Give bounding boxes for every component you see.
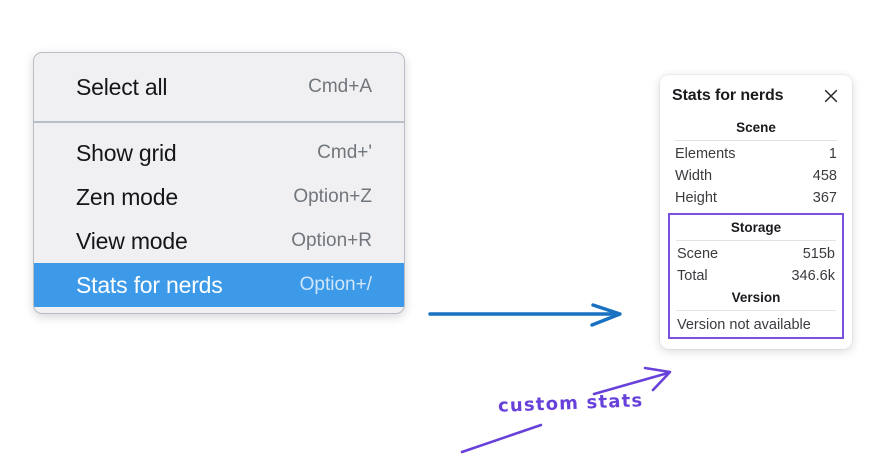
stat-row-elements: Elements 1: [672, 143, 840, 165]
menu-item-label: Show grid: [76, 139, 177, 166]
menu-item-show-grid[interactable]: Show grid Cmd+': [34, 131, 404, 175]
divider: [676, 240, 836, 241]
stat-value: 367: [812, 190, 837, 206]
stat-label: Scene: [677, 246, 719, 262]
stat-row-storage-total: Total 346.6k: [674, 265, 838, 287]
stat-row-storage-scene: Scene 515b: [674, 243, 838, 265]
divider: [676, 310, 836, 311]
purple-arrow: [592, 366, 672, 396]
storage-section: Storage Scene 515b Total 346.6k: [674, 217, 838, 287]
custom-stats-annotation-label: custom stats: [497, 390, 644, 417]
panel-header: Stats for nerds: [672, 87, 840, 105]
stat-value: 515b: [802, 246, 835, 262]
menu-item-stats-for-nerds[interactable]: Stats for nerds Option+/: [34, 263, 404, 307]
stat-label: Width: [675, 168, 713, 184]
stat-value: 458: [812, 168, 837, 184]
stat-label: Elements: [675, 146, 736, 162]
scene-section: Scene Elements 1 Width 458 Height 367: [672, 117, 840, 209]
menu-item-shortcut: Option+/: [299, 274, 372, 295]
menu-item-shortcut: Cmd+': [317, 142, 372, 163]
menu-item-label: View mode: [76, 227, 188, 254]
purple-underline-stroke: [460, 423, 543, 454]
stat-row-width: Width 458: [672, 165, 840, 187]
menu-item-shortcut: Cmd+A: [308, 76, 372, 97]
stat-row-height: Height 367: [672, 187, 840, 209]
menu-item-select-all[interactable]: Select all Cmd+A: [34, 65, 404, 109]
menu-item-zen-mode[interactable]: Zen mode Option+Z: [34, 175, 404, 219]
storage-heading: Storage: [730, 220, 782, 235]
menu-item-label: Stats for nerds: [76, 271, 223, 298]
context-menu[interactable]: Select all Cmd+A Show grid Cmd+' Zen mod…: [33, 52, 405, 314]
menu-item-label: Zen mode: [76, 183, 178, 210]
version-heading: Version: [731, 290, 781, 305]
menu-item-label: Select all: [76, 73, 168, 100]
context-menu-group-2: Show grid Cmd+' Zen mode Option+Z View m…: [34, 123, 404, 313]
menu-item-shortcut: Option+R: [291, 230, 372, 251]
divider: [674, 140, 838, 141]
stat-label: Total: [677, 268, 708, 284]
panel-title: Stats for nerds: [672, 87, 784, 104]
scene-heading: Scene: [736, 120, 776, 135]
close-icon[interactable]: [822, 87, 840, 105]
custom-stats-highlight-box: Storage Scene 515b Total 346.6k Version …: [668, 213, 844, 339]
stats-for-nerds-panel: Stats for nerds Scene Elements 1 Width 4…: [660, 75, 852, 349]
context-menu-group-1: Select all Cmd+A: [34, 53, 404, 123]
stat-value: 346.6k: [791, 268, 835, 284]
blue-arrow: [428, 303, 622, 327]
version-text: Version not available: [677, 317, 811, 333]
stat-label: Height: [675, 190, 717, 206]
stat-value: 1: [828, 146, 837, 162]
menu-item-view-mode[interactable]: View mode Option+R: [34, 219, 404, 263]
menu-item-shortcut: Option+Z: [293, 186, 372, 207]
version-section: Version Version not available: [674, 287, 838, 334]
